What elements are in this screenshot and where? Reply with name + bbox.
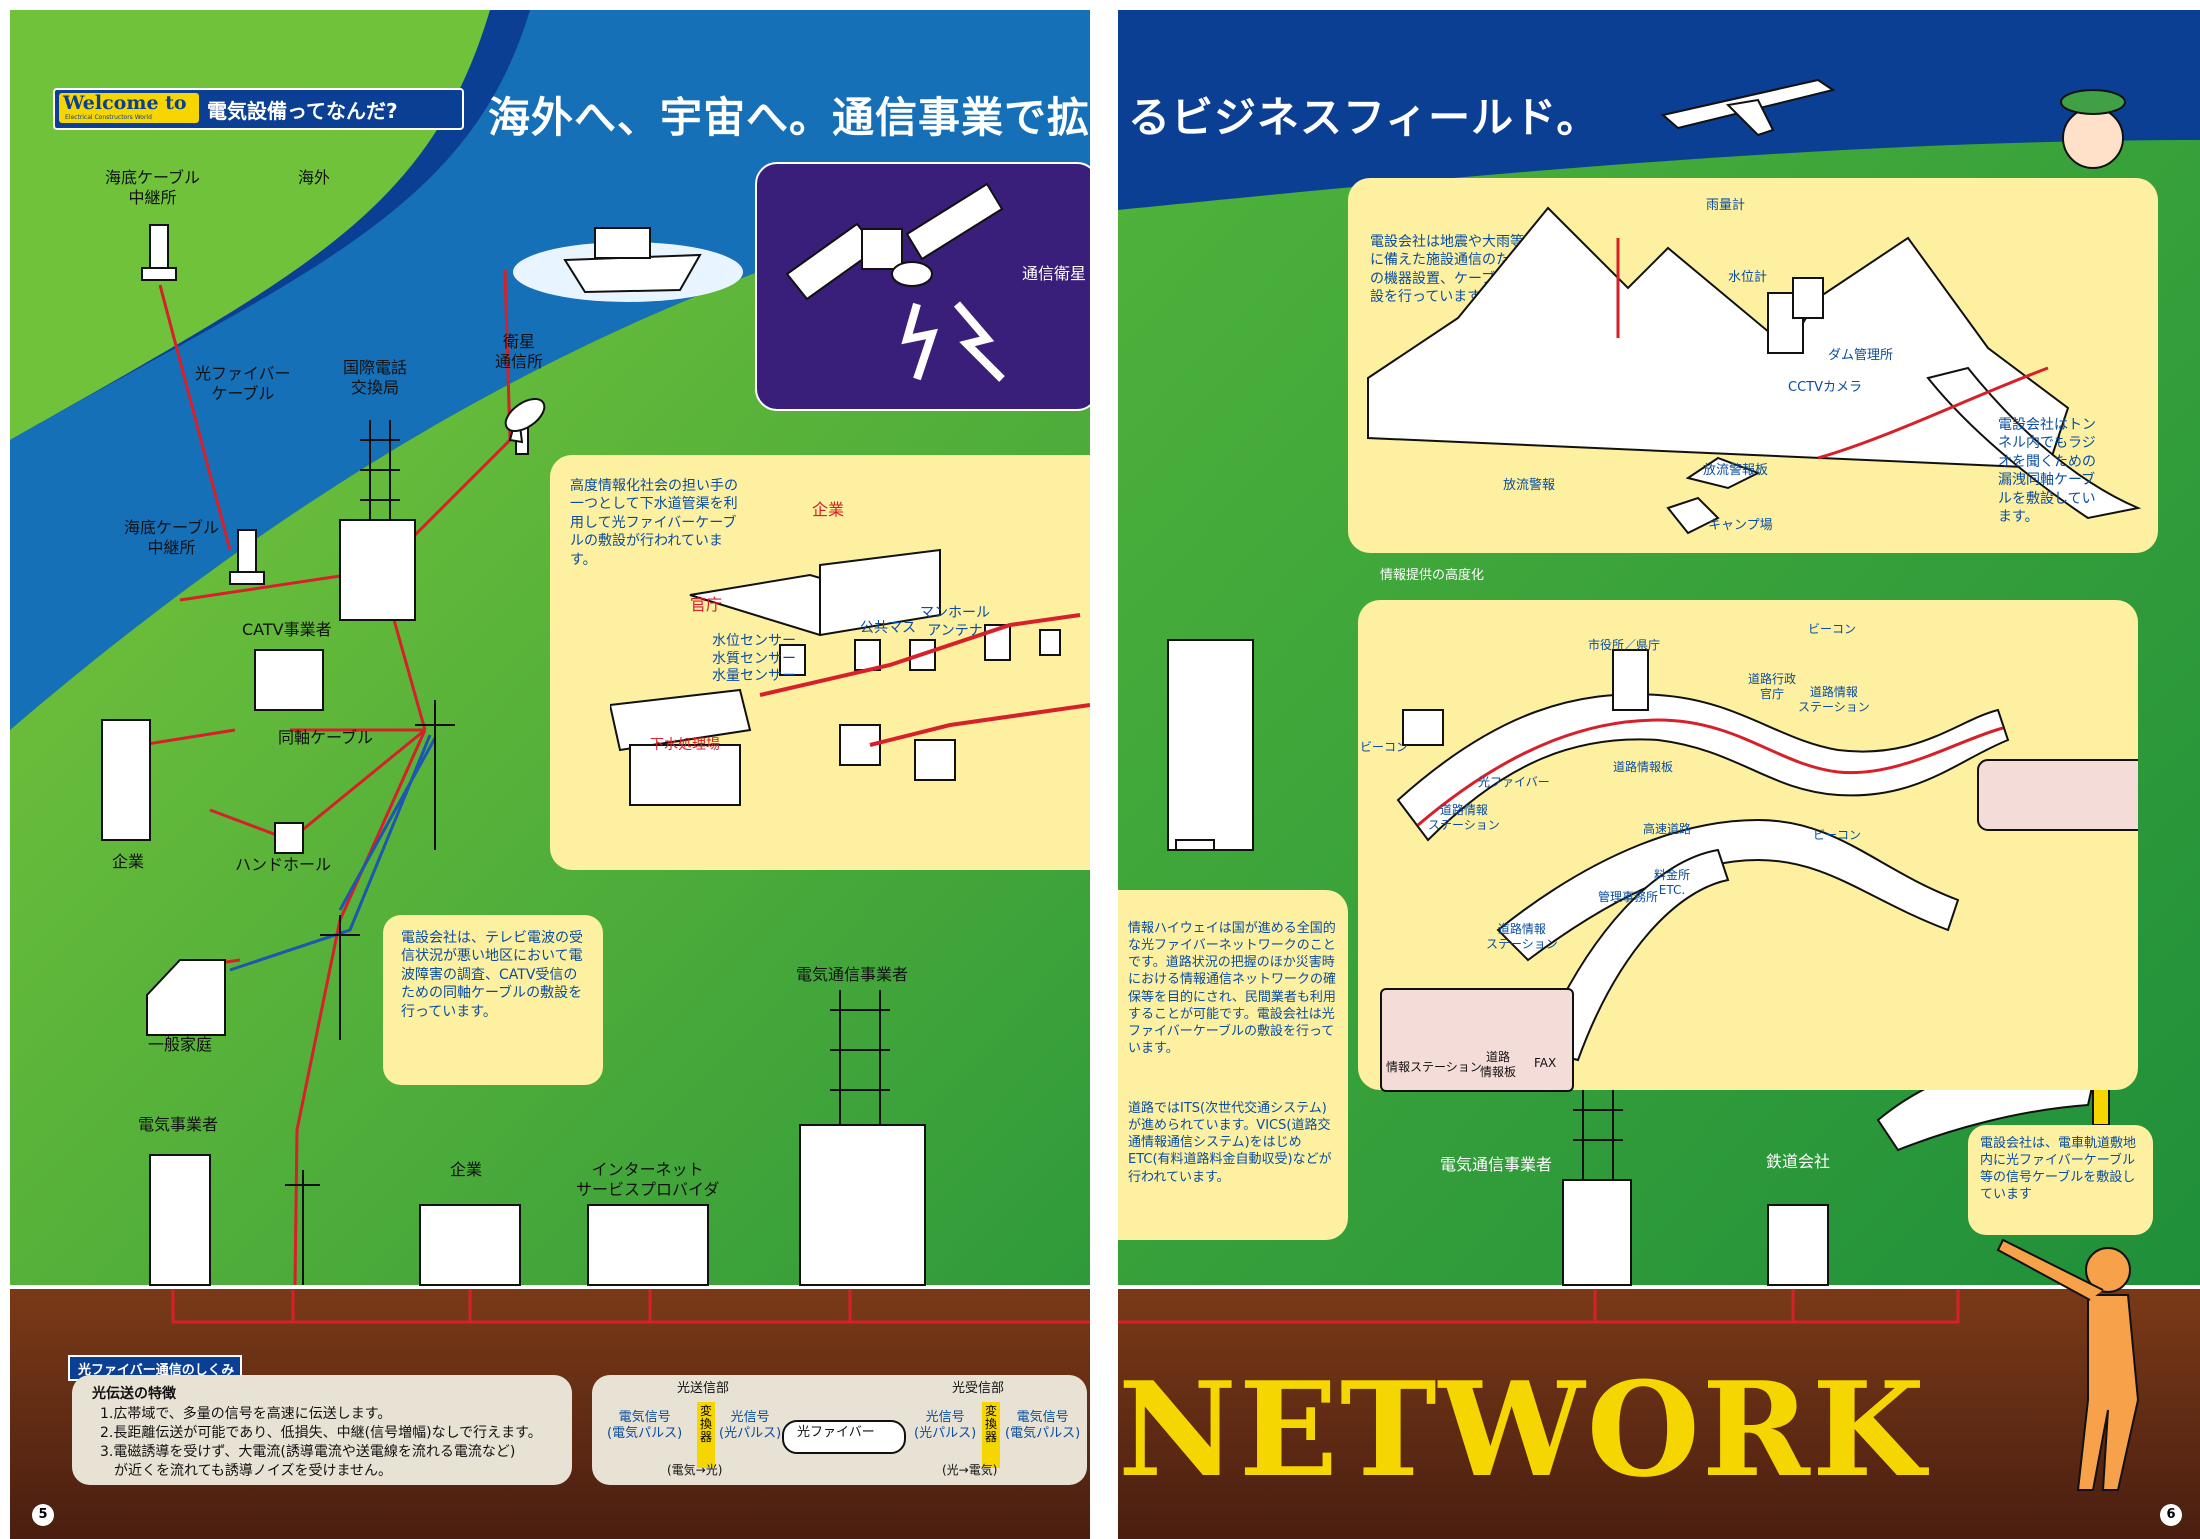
label-catv: CATV事業者: [242, 620, 332, 639]
label-public-basin: 公共マス: [860, 620, 916, 636]
diagram-opt-signal-1: 光信号 (光パルス): [719, 1410, 782, 1442]
highway-text-2: 道路ではITS(次世代交通システム)が進められています。VICS(道路交通情報通…: [1128, 1101, 1332, 1185]
label-household: 一般家庭: [148, 1035, 213, 1054]
label-road-station-3: 道路情報 ステーション: [1486, 922, 1558, 951]
label-road-board: 道路情報板: [1613, 760, 1674, 774]
welcome-subtitle: Electrical Constructors World: [65, 114, 152, 121]
label-optical-fiber: 光ファイバー ケーブル: [195, 364, 291, 403]
label-telecom-left: 電気通信事業者: [796, 965, 909, 984]
page-number-left: 5: [32, 1504, 54, 1526]
left-page: Welcome to Electrical Constructors World…: [10, 10, 1090, 1539]
label-road-station-1: 道路情報 ステーション: [1798, 685, 1870, 714]
welcome-title: Welcome to: [63, 92, 187, 114]
label-info-board: 道路 情報板: [1480, 1050, 1517, 1079]
label-sensors: 水位センサー 水質センサー 水量センサー: [712, 633, 796, 684]
label-power-company: 電気事業者: [138, 1115, 219, 1134]
label-overseas: 海外: [298, 168, 331, 187]
label-submarine-relay-2: 海底ケーブル 中継所: [124, 518, 220, 557]
page-gutter: [1090, 0, 1118, 1539]
fiber-features-box: 光伝送の特徴 1.広帯域で、多量の信号を高速に伝送します。 2.長距離伝送が可能…: [72, 1375, 572, 1485]
label-camp: キャンプ場: [1708, 518, 1773, 533]
label-beacon-2: ビーコン: [1360, 740, 1409, 754]
diagram-conv-note-1: (電気→光): [667, 1463, 723, 1477]
railway-panel: 電設会社は、電車軌道敷地内に光ファイバーケーブル等の信号ケーブルを敷設しています: [1968, 1125, 2153, 1235]
label-water-gauge: 水位計: [1728, 270, 1768, 285]
highway-illustration: [1396, 649, 2138, 1062]
label-enterprise: 企業: [812, 500, 845, 519]
satellite-panel: 通信衛星: [755, 162, 1090, 411]
dam-panel: 電設会社は地震や大雨等に備えた施設通信のための機器設置、ケーブル敷設を行っていま…: [1348, 178, 2158, 553]
label-admin-office: 管理事務所: [1598, 890, 1659, 904]
label-city-hall: 市役所／県庁: [1588, 638, 1661, 652]
highway-text-panel: 情報ハイウェイは国が進める全国的な光ファイバーネットワークのことです。道路状況の…: [1118, 890, 1348, 1240]
fiber-diagram: 光送信部 光受信部 電気信号 (電気パルス) 変換器 光信号 (光パルス) 光フ…: [592, 1375, 1087, 1485]
label-company-1: 企業: [112, 852, 145, 871]
label-submarine-relay-1: 海底ケーブル 中継所: [105, 168, 201, 207]
diagram-elec-signal-1: 電気信号 (電気パルス): [607, 1410, 683, 1442]
label-government: 官庁: [690, 595, 723, 614]
features-title: 光伝送の特徴: [92, 1386, 176, 1402]
label-info-station: 情報ステーション: [1386, 1060, 1482, 1074]
feature-3: 3.電磁誘導を受けず、大電流(誘導電流や送電線を流れる電流など) が近くを流れて…: [100, 1444, 516, 1479]
tunnel-text: 電設会社はトンネル内でもラジオを聞くための漏洩同軸ケーブルを敷設しています。: [1998, 417, 2096, 526]
label-rain-gauge: 雨量計: [1706, 198, 1746, 213]
info-caption: 情報提供の高度化: [1380, 568, 1485, 583]
feature-1: 1.広帯域で、多量の信号を高速に伝送します。: [100, 1406, 392, 1422]
label-railway: 鉄道会社: [1766, 1152, 1831, 1171]
catv-text: 電設会社は、テレビ電波の受信状況が悪い地区において電波障害の調査、CATV受信の…: [401, 930, 583, 1020]
label-fax: FAX: [1534, 1056, 1557, 1070]
page-number-right: 6: [2160, 1504, 2182, 1526]
diagram-opt-signal-2: 光信号 (光パルス): [914, 1410, 977, 1442]
catv-panel: 電設会社は、テレビ電波の受信状況が悪い地区において電波障害の調査、CATV受信の…: [383, 915, 603, 1085]
label-discharge-alarm: 放流警報: [1503, 478, 1556, 493]
diagram-conv-note-2: (光→電気): [942, 1463, 998, 1477]
diagram-fiber: 光ファイバー: [797, 1425, 875, 1440]
highway-text-1: 情報ハイウェイは国が進める全国的な光ファイバーネットワークのことです。道路状況の…: [1128, 921, 1337, 1057]
label-expressway: 高速道路: [1643, 822, 1692, 836]
railway-text: 電設会社は、電車軌道敷地内に光ファイバーケーブル等の信号ケーブルを敷設しています: [1980, 1136, 2137, 1203]
headline-left: 海外へ、宇宙へ。通信事業で拡が: [488, 93, 1090, 142]
label-beacon-3: ビーコン: [1813, 828, 1862, 842]
label-road-station-2: 道路情報 ステーション: [1428, 803, 1500, 832]
right-page: るビジネスフィールド。 電設会社は地震や大雨等に備えた施設通信のための機器設置、…: [1118, 10, 2200, 1539]
sewer-panel: 高度情報化社会の担い手の一つとして下水道管渠を利用して光ファイバーケーブルの敷設…: [550, 455, 1090, 870]
label-intl-telephone: 国際電話 交換局: [343, 358, 408, 397]
welcome-badge: Welcome to Electrical Constructors World…: [53, 88, 464, 130]
label-comm-satellite: 通信衛星: [1022, 264, 1087, 283]
feature-2: 2.長距離伝送が可能であり、低損失、中継(信号増幅)なしで行えます。: [100, 1425, 542, 1441]
label-handhole: ハンドホール: [235, 855, 332, 874]
dam-illustration: [1367, 206, 2142, 535]
label-telecom-right: 電気通信事業者: [1440, 1155, 1553, 1174]
network-title: NETWORK: [1118, 1353, 1927, 1506]
sewer-text: 高度情報化社会の担い手の一つとして下水道管渠を利用して光ファイバーケーブルの敷設…: [570, 478, 738, 568]
label-road-admin: 道路行政 官庁: [1748, 672, 1797, 701]
satellite-illustration: [785, 182, 1005, 382]
label-cctv: CCTVカメラ: [1788, 380, 1862, 395]
diagram-converter-1: 変換器: [700, 1404, 713, 1445]
diagram-rx: 光受信部: [952, 1381, 1005, 1396]
label-toll: 料金所 ETC.: [1654, 868, 1691, 897]
diagram-converter-2: 変換器: [985, 1404, 998, 1445]
label-optical-fiber-right: 光ファイバー: [1478, 775, 1550, 789]
dam-text: 電設会社は地震や大雨等に備えた施設通信のための機器設置、ケーブル敷設を行っていま…: [1370, 234, 1524, 306]
headline-right: るビジネスフィールド。: [1128, 93, 1600, 142]
diagram-tx: 光送信部: [677, 1381, 730, 1396]
label-company-2: 企業: [450, 1160, 483, 1179]
label-dam: ダム管理所: [1828, 348, 1894, 363]
sewer-illustration: [610, 548, 1090, 806]
label-discharge-board: 放流警報板: [1703, 463, 1769, 478]
label-isp: インターネット サービスプロバイダ: [576, 1160, 720, 1199]
diagram-elec-signal-2: 電気信号 (電気パルス): [1005, 1410, 1081, 1442]
welcome-question: 電気設備ってなんだ?: [207, 99, 398, 123]
label-coaxial: 同軸ケーブル: [278, 728, 374, 747]
label-manhole: マンホール アンテナ: [920, 605, 990, 639]
label-beacon-1: ビーコン: [1808, 622, 1857, 636]
info-station-inset: 情報ステーション 道路 情報板 FAX: [1380, 988, 1574, 1092]
label-sewage: 下水処理場: [650, 737, 720, 753]
label-satellite-station: 衛星 通信所: [495, 332, 544, 371]
